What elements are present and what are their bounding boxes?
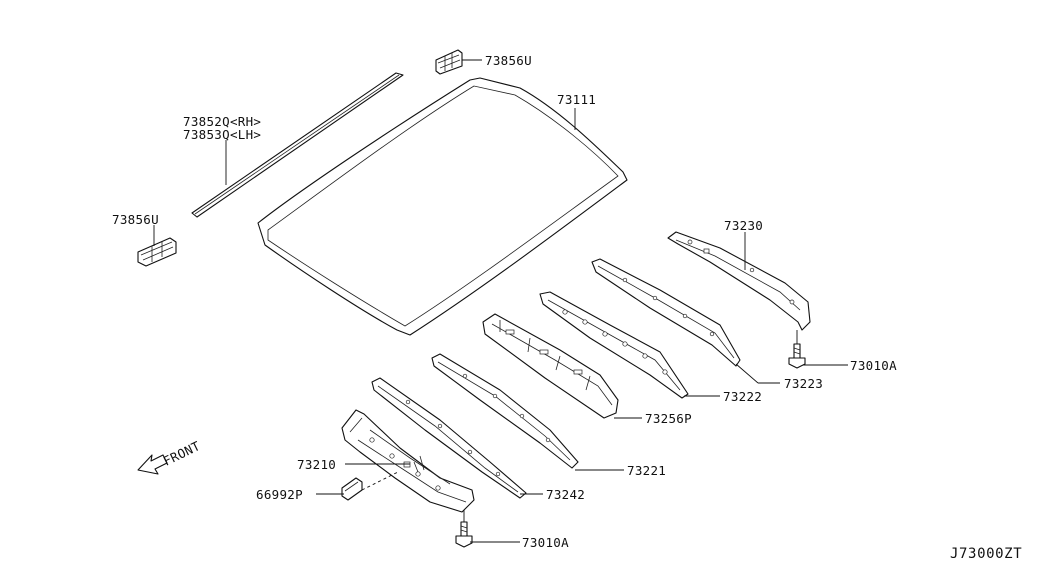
roof-bow-73221[interactable] <box>431 353 579 469</box>
label-bolt-right: 73010A <box>850 358 897 373</box>
front-label: FRONT <box>161 438 203 469</box>
roof-panel[interactable] <box>257 77 628 336</box>
front-arrow-icon <box>137 454 168 475</box>
roof-molding-strip[interactable] <box>191 72 404 218</box>
roof-bow-73256p[interactable] <box>482 313 619 419</box>
label-bow-73221: 73221 <box>627 463 666 478</box>
roof-bow-73223[interactable] <box>591 258 741 367</box>
roof-bow-73242[interactable] <box>371 377 527 499</box>
label-bolt-bottom: 73010A <box>522 535 569 550</box>
label-bow-73222: 73222 <box>723 389 762 404</box>
diagram-reference-code: J73000ZT <box>950 546 1022 562</box>
roof-rail-rear[interactable] <box>667 231 811 331</box>
label-molding-rh: 73852Q<RH> <box>183 114 261 129</box>
label-molding-lh: 73853Q<LH> <box>183 127 261 142</box>
roof-clip-left[interactable] <box>137 237 177 267</box>
label-clip-left: 73856U <box>112 212 159 227</box>
label-rail-front: 73210 <box>297 457 336 472</box>
roof-clip-top[interactable] <box>435 49 463 75</box>
bolt-bottom[interactable] <box>455 510 473 548</box>
label-bracket: 66992P <box>256 487 303 502</box>
label-roof-panel: 73111 <box>557 92 596 107</box>
label-bow-73242: 73242 <box>546 487 585 502</box>
bracket-66992p[interactable] <box>341 477 363 501</box>
label-clip-top: 73856U <box>485 53 532 68</box>
label-rail-rear: 73230 <box>724 218 763 233</box>
label-bow-73223: 73223 <box>784 376 823 391</box>
roof-rail-front[interactable] <box>341 409 475 513</box>
label-bow-73256p: 73256P <box>645 411 692 426</box>
bolt-right[interactable] <box>788 330 806 369</box>
leader-lines <box>153 59 848 543</box>
